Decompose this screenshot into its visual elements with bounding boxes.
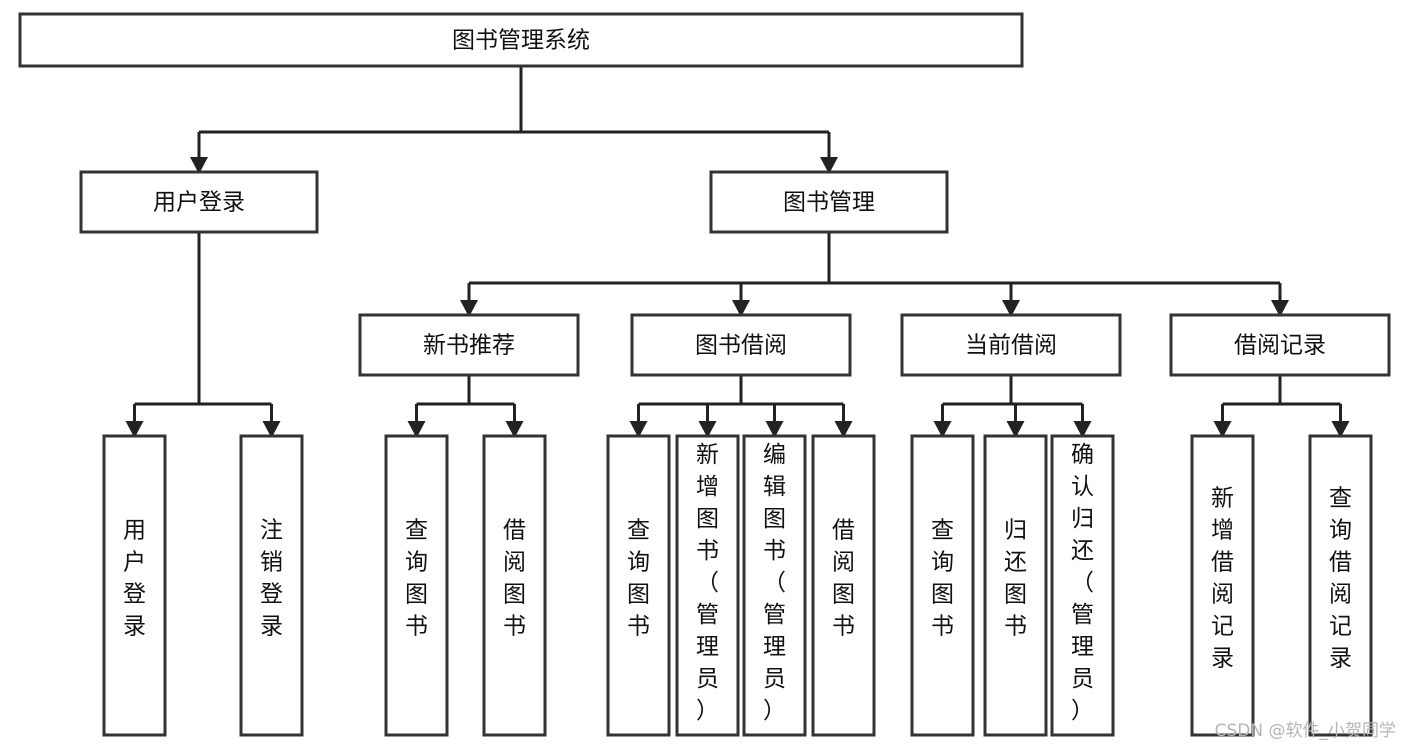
node-label: 借阅图书 <box>503 518 526 640</box>
arrow-down <box>1213 404 1232 438</box>
node-label: 借阅记录 <box>1234 333 1326 359</box>
node-box <box>1308 434 1373 737</box>
node-borrow-record[interactable]: 借阅记录 <box>1169 313 1391 377</box>
node-label: 用户登录 <box>153 190 245 216</box>
node-book-borrow[interactable]: 图书借阅 <box>630 313 852 377</box>
node-br-add-record[interactable]: 新增借阅记录 <box>1190 434 1255 737</box>
arrow-down <box>820 132 838 174</box>
node-new-book-recommend[interactable]: 新书推荐 <box>358 313 580 377</box>
node-label: 图书借阅 <box>695 333 787 359</box>
node-box <box>630 313 852 377</box>
node-box <box>102 434 167 737</box>
node-label: 新增图书（管理员） <box>696 442 719 724</box>
node-cb-query-book[interactable]: 查询图书 <box>910 434 975 737</box>
node-label: 查询图书 <box>931 518 954 640</box>
node-box <box>910 434 975 737</box>
node-box <box>742 434 807 737</box>
node-label: 编辑图书（管理员） <box>763 442 786 724</box>
arrow-down <box>1271 283 1289 317</box>
node-label: 图书管理系统 <box>452 28 590 54</box>
node-user-login-do[interactable]: 用户登录 <box>102 434 167 737</box>
node-label: 新增借阅记录 <box>1211 486 1234 672</box>
arrow-down <box>698 404 717 438</box>
node-nbr-borrow-book[interactable]: 借阅图书 <box>482 434 547 737</box>
csdn-watermark: CSDN @软件_小贺同学 <box>1215 721 1396 741</box>
node-label: 用户登录 <box>123 518 146 640</box>
node-box <box>900 313 1122 377</box>
node-box <box>384 434 449 737</box>
node-label: 查询图书 <box>627 518 650 640</box>
arrow-down <box>125 404 144 438</box>
node-label: 当前借阅 <box>965 333 1057 359</box>
node-user-logout[interactable]: 注销登录 <box>239 434 304 737</box>
node-bb-edit-book[interactable]: 编辑图书（管理员） <box>742 434 807 737</box>
node-user-login[interactable]: 用户登录 <box>79 170 319 234</box>
node-label: 注销登录 <box>260 518 283 640</box>
node-cb-confirm-return[interactable]: 确认归还（管理员） <box>1050 434 1115 737</box>
node-box <box>1190 434 1255 737</box>
node-root[interactable]: 图书管理系统 <box>18 12 1024 68</box>
node-box <box>709 170 949 234</box>
arrow-down <box>505 404 524 438</box>
arrow-down <box>1331 404 1350 438</box>
node-box <box>239 434 304 737</box>
node-label: 图书管理 <box>783 190 875 216</box>
node-box <box>675 434 740 737</box>
node-bb-query-book[interactable]: 查询图书 <box>606 434 671 737</box>
arrow-down <box>1006 404 1025 438</box>
arrow-down <box>407 404 426 438</box>
arrow-down <box>732 283 750 317</box>
node-label: 确认归还（管理员） <box>1071 442 1094 724</box>
node-br-query-record[interactable]: 查询借阅记录 <box>1308 434 1373 737</box>
node-layer: 图书管理系统用户登录用户登录注销登录图书管理新书推荐查询图书借阅图书图书借阅查询… <box>18 12 1391 737</box>
node-label: 归还图书 <box>1004 518 1027 640</box>
node-label: 新书推荐 <box>423 333 515 359</box>
node-label: 借阅图书 <box>832 518 855 640</box>
arrow-down <box>262 404 281 438</box>
node-nbr-query-book[interactable]: 查询图书 <box>384 434 449 737</box>
node-cb-return-book[interactable]: 归还图书 <box>983 434 1048 737</box>
node-box <box>983 434 1048 737</box>
arrow-down <box>1002 283 1020 317</box>
node-book-management[interactable]: 图书管理 <box>709 170 949 234</box>
node-box <box>358 313 580 377</box>
node-bb-add-book[interactable]: 新增图书（管理员） <box>675 434 740 737</box>
node-current-borrow[interactable]: 当前借阅 <box>900 313 1122 377</box>
node-box <box>482 434 547 737</box>
node-label: 查询借阅记录 <box>1329 486 1352 672</box>
node-box <box>606 434 671 737</box>
node-label: 查询图书 <box>405 518 428 640</box>
arrow-down <box>629 404 648 438</box>
arrow-down <box>834 404 853 438</box>
node-box <box>1169 313 1391 377</box>
node-bb-borrow-book[interactable]: 借阅图书 <box>811 434 876 737</box>
arrow-down <box>460 283 478 317</box>
node-box <box>811 434 876 737</box>
arrow-down <box>1073 404 1092 438</box>
arrow-down <box>933 404 952 438</box>
connector-layer <box>125 66 1350 438</box>
node-box <box>18 12 1024 68</box>
arrow-down <box>765 404 784 438</box>
arrow-down <box>190 132 208 174</box>
node-box <box>1050 434 1115 737</box>
node-box <box>79 170 319 234</box>
